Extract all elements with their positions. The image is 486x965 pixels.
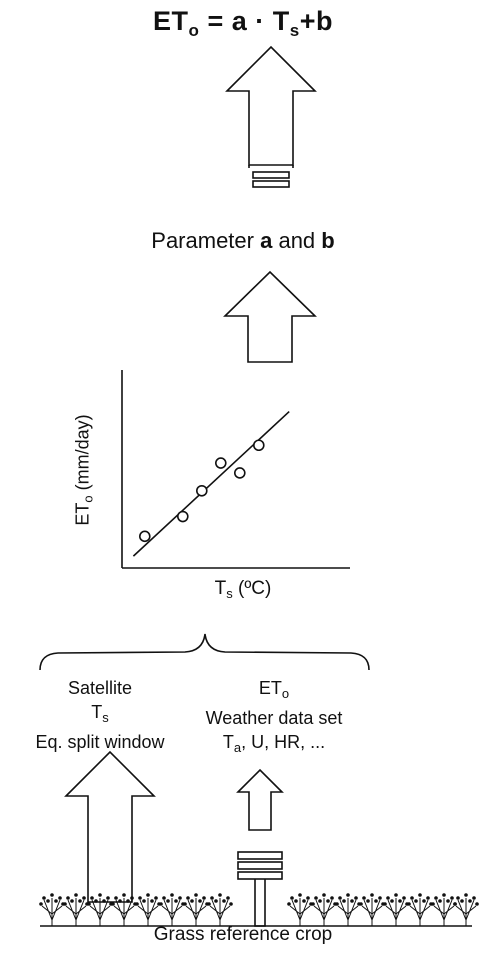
y-axis-label: ETo (mm/day) (72, 414, 96, 526)
curly-brace (39, 633, 370, 671)
data-point-5 (234, 467, 246, 479)
grass-plant-icon (359, 893, 385, 926)
data-point-3 (196, 484, 208, 497)
grass-plant-icon (431, 893, 457, 926)
grass-plant-icon (407, 893, 433, 926)
weather-station-icon (237, 851, 283, 927)
split-window-label: Eq. split window (35, 732, 165, 752)
top-arrow (225, 45, 317, 188)
data-point-6 (252, 439, 265, 452)
satellite-ts: Ts (91, 702, 109, 725)
grass-plant-icon (63, 893, 89, 926)
grass-plant-icon (111, 893, 137, 926)
grass-plant-icon (311, 893, 337, 926)
chart-axes (121, 370, 350, 569)
parameter-label: Parameter a and b (151, 228, 335, 253)
grass-plant-icon (207, 893, 233, 926)
arrow-tail-bar-1 (252, 171, 290, 179)
weather-variables: Ta, U, HR, ... (222, 732, 326, 755)
grass-plant-icon (335, 893, 361, 926)
grass-plant-icon (87, 893, 113, 926)
formula: ETo = a · Ts+b (153, 6, 333, 40)
grass-plant-icon (183, 893, 209, 926)
x-axis-label: Ts (ºC) (214, 578, 272, 601)
grass-plant-icon (159, 893, 185, 926)
data-point-2 (177, 510, 189, 523)
regression-line (132, 410, 290, 557)
middle-arrow (223, 270, 317, 363)
data-point-1 (139, 530, 151, 543)
satellite-arrow (64, 750, 156, 903)
weather-arrow (236, 768, 284, 831)
grass-plant-icon (39, 893, 65, 926)
arrow-tail-bar-2 (252, 180, 290, 188)
weather-data-label: Weather data set (205, 708, 343, 728)
chart-marks (132, 410, 290, 557)
grass-plant-icon (287, 893, 313, 926)
grass-plants-left (39, 893, 233, 926)
grass-reference-label: Grass reference crop (153, 924, 333, 945)
grass-plant-icon (453, 893, 479, 926)
satellite-label: Satellite (67, 678, 133, 698)
eto-label: ETo (258, 678, 290, 701)
data-point-4 (215, 457, 227, 469)
grass-plant-icon (383, 893, 409, 926)
weather-column: ETo Weather data set Ta, U, HR, ... (178, 676, 370, 760)
grass-plants-right (287, 893, 479, 926)
grass-plant-icon (135, 893, 161, 926)
satellite-column: Satellite Ts Eq. split window (20, 676, 180, 754)
